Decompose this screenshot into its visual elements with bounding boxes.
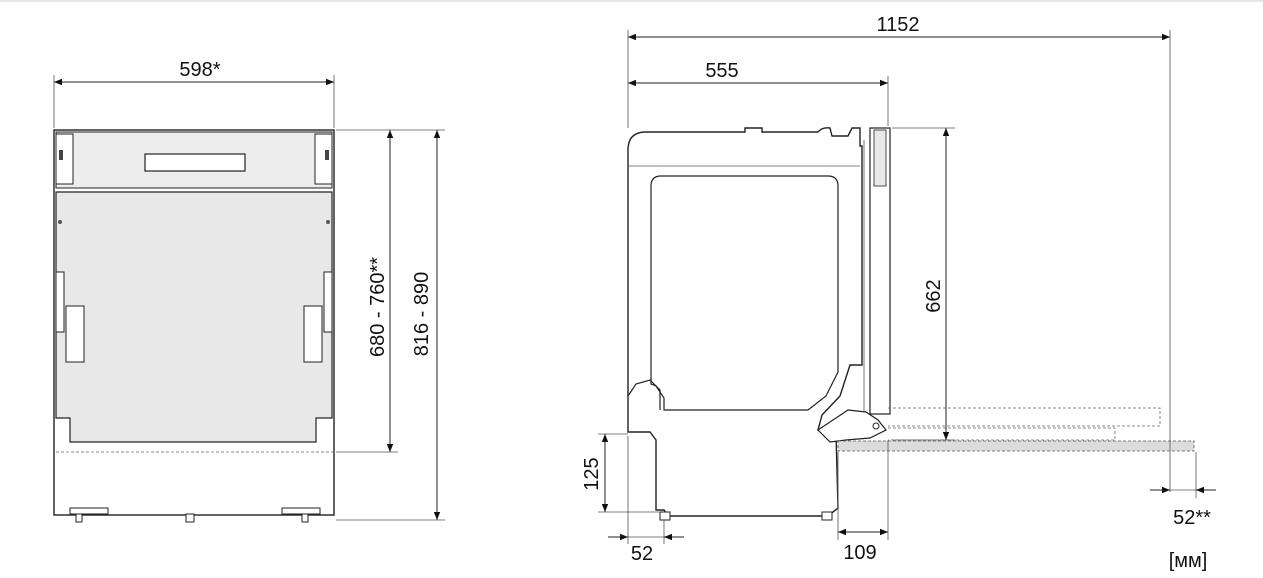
right-tab-slot (325, 150, 329, 160)
side-tub-window (650, 175, 839, 411)
side-hinge-pivot (872, 422, 880, 430)
left-top-tab (55, 133, 74, 185)
side-door-handle (873, 129, 887, 187)
plinth-height-label: 125 (581, 457, 603, 490)
side-foot-rear (659, 511, 671, 521)
front-screw-left (58, 220, 62, 224)
front-total-height-label: 816 - 890 (411, 272, 433, 357)
front-width-label: 598* (179, 59, 220, 81)
front-door-panel (55, 191, 333, 443)
total-depth-label: 1152 (876, 14, 919, 36)
side-view (598, 30, 1216, 544)
front-foot-right-pin (301, 513, 309, 523)
front-foot-left-pin (75, 513, 83, 523)
left-side-rail (55, 271, 65, 333)
foot-offset-label: 52 (631, 543, 653, 565)
door-fully-open (837, 440, 1195, 452)
front-foot-center-pin (185, 513, 195, 523)
top-border (0, 0, 1263, 2)
side-hinge (817, 409, 887, 443)
front-display-slot (144, 153, 246, 172)
side-door-panel (869, 127, 891, 415)
right-side-rail (323, 271, 333, 333)
units-label: [мм] (1169, 550, 1208, 572)
door-open-outline-1 (888, 407, 1161, 427)
slide-label: 52** (1173, 507, 1211, 529)
front-foot-right (281, 507, 321, 515)
door-height-label: 662 (923, 279, 945, 312)
right-top-tab (314, 133, 333, 185)
door-projection-label: 109 (843, 542, 876, 564)
side-plinth-notch (627, 379, 661, 410)
side-foot-front (821, 511, 833, 521)
body-depth-label: 555 (705, 60, 738, 82)
front-foot-left (69, 507, 109, 515)
front-screw-right (326, 220, 330, 224)
front-view (53, 75, 445, 523)
left-door-bracket (65, 305, 85, 363)
right-door-bracket (303, 305, 323, 363)
left-tab-slot (59, 150, 63, 160)
door-open-outline-2 (888, 427, 1116, 441)
front-height-range-label: 680 - 760** (367, 257, 389, 357)
